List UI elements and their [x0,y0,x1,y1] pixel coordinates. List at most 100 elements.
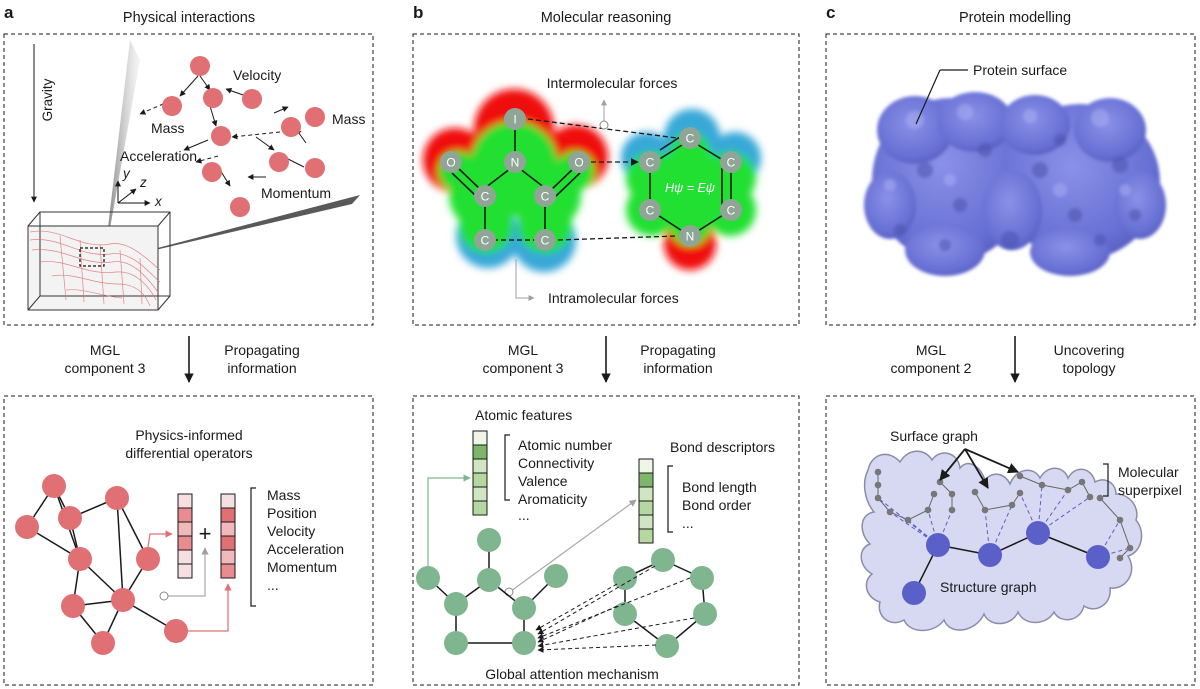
atom-label: C [686,132,695,146]
surface-graph-label: Surface graph [890,428,978,444]
feature-bracket [250,487,256,607]
connector-node [159,591,169,601]
atom-label: C [727,156,736,170]
axis-y-label: y [122,166,131,181]
velocity-label: Velocity [233,67,281,83]
panel-a-arrow-left-2: component 3 [65,360,146,376]
particle-system: Velocity Mass Mass Acceleration Momentum [120,56,365,217]
atom-label: C [481,234,490,248]
bond-descriptor-item: Bond length [682,479,757,495]
axes-triad: y z x [115,166,163,209]
protein-pointer [915,69,941,125]
gravity-label: Gravity [40,78,55,121]
physics-title-2: differential operators [125,445,252,461]
atomic-feature-list: Atomic number Connectivity Valence Aroma… [518,437,612,523]
intermolecular-node [599,120,609,130]
panel-a-arrow-right-2: information [227,360,296,376]
red-connector-top [147,530,173,548]
superpixel-bracket [1103,463,1109,497]
simulation-box [27,211,171,311]
atomic-feature-vector [472,430,488,516]
atoms-left: I N O O C C C C [440,108,590,251]
panel-a: a Physical interactions Gravity [3,3,374,686]
atomic-feature-item: Valence [518,473,568,489]
panel-c-arrow-left-1: MGL [916,342,947,358]
axis-z-label: z [139,175,147,190]
molecular-superpixel-label-1: Molecular [1118,464,1179,480]
bond-bracket [667,465,673,533]
atom-label: I [513,113,516,127]
global-attention-label: Global attention mechanism [485,666,659,682]
panel-c: c Protein modelling [825,3,1196,686]
panel-c-letter: c [826,3,835,22]
intramolecular-pointer [515,259,535,301]
bond-feature-connector [510,499,637,592]
atom-label: C [541,190,550,204]
grey-connector [168,547,209,597]
panel-b-arrow-right-1: Propagating [640,342,716,358]
bond-descriptor-item: ... [682,515,694,531]
particle-mesh [29,230,161,307]
feature-item: Mass [267,487,300,503]
bond-node [504,587,514,597]
protein-silhouette [860,450,1143,632]
atomic-feature-item: Aromaticity [518,491,587,507]
intramolecular-label: Intramolecular forces [548,290,679,306]
atom-label: N [511,156,520,170]
atom-label: O [574,156,583,170]
protein-surface-label: Protein surface [973,62,1067,78]
atom-feature-connector [427,474,471,567]
panel-c-top-box [825,33,1196,326]
panel-a-arrow-right-1: Propagating [224,342,300,358]
molecular-graph-right [613,548,717,658]
panel-a-title: Physical interactions [123,10,255,26]
molecular-graph-left [416,528,568,655]
panel-c-title: Protein modelling [959,10,1071,26]
atom-label: C [646,204,655,218]
zoom-beam-lower [104,195,360,262]
atom-label: C [646,156,655,170]
atomic-feature-item: Connectivity [518,455,594,471]
panel-c-bottom-box [825,395,1196,686]
plus-sign: + [199,521,212,546]
panel-a-top-box [3,33,374,326]
atom-label: C [727,204,736,218]
molecular-superpixel-label-2: superpixel [1118,482,1182,498]
atoms-right: C C C C C N [639,127,742,247]
bond-descriptors-title: Bond descriptors [670,439,775,455]
atomic-feature-item: ... [518,507,530,523]
feature-item: ... [267,577,279,593]
axis-x-label: x [154,194,163,209]
panel-c-arrow-left-2: component 2 [891,360,972,376]
panel-b-bottom-box [412,395,800,686]
schrodinger-equation: Hψ = Eψ [665,181,715,195]
attention-arrows [535,565,695,653]
panel-a-arrow-left-1: MGL [90,342,121,358]
atom-label: C [541,234,550,248]
physics-feature-list: Mass Position Velocity Acceleration Mome… [267,487,344,593]
feature-item: Momentum [267,559,337,575]
surface-graph-pointers [939,448,1019,489]
panel-b-title: Molecular reasoning [541,10,672,26]
feature-item: Position [267,505,317,521]
bond-feature-vector [638,458,654,544]
panel-b-top-box [412,33,800,326]
bond-descriptor-item: Bond order [682,497,752,513]
atomic-feature-item: Atomic number [518,437,612,453]
protein-surface-render [864,92,1166,276]
mass-label-left: Mass [151,120,184,136]
red-connector-bottom [188,583,232,632]
panel-b-arrow-left-2: component 3 [483,360,564,376]
panel-c-arrow-right-2: topology [1063,360,1116,376]
panel-c-arrow-right-1: Uncovering [1054,342,1125,358]
atom-label: N [686,230,695,244]
mass-label-right: Mass [332,111,365,127]
atom-label: C [481,190,490,204]
intermolecular-label: Intermolecular forces [547,75,678,91]
panel-b-arrow-right-2: information [643,360,712,376]
feature-vector-2 [220,493,236,579]
feature-vector-1 [177,493,193,579]
panel-b-arrow-left-1: MGL [508,342,539,358]
zoom-region [79,247,105,267]
